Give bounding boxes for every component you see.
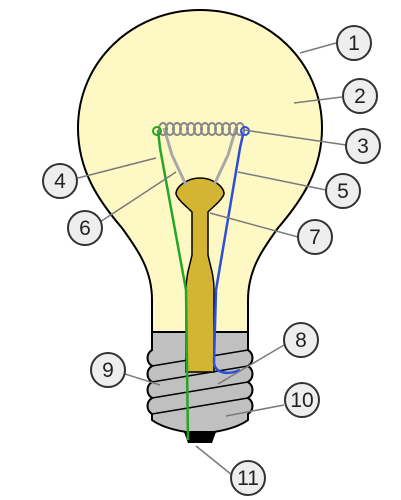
callout-3: 3 [345,128,381,164]
support-wire-left [162,127,188,186]
leader-line-7 [209,212,299,238]
callout-7: 7 [297,219,333,255]
lead-wire-green [156,129,190,441]
callout-circle [90,352,126,388]
callout-4: 4 [42,163,78,199]
callout-10: 10 [284,382,320,418]
screw-base [146,331,254,443]
callout-circle [230,460,266,496]
leader-line-10 [225,404,285,417]
callout-circle [284,382,320,418]
callout-label: 3 [357,135,369,158]
callout-circle [336,25,372,61]
callout-label: 8 [295,329,307,352]
base-thread-4 [151,397,249,415]
base-thread-2 [151,365,249,383]
leader-line-6 [99,171,177,223]
callout-circle [67,210,103,246]
leader-line-5 [237,171,327,191]
base-thread-3 [151,381,249,399]
callout-label: 9 [102,359,114,382]
leader-lines [77,42,347,476]
callout-label: 7 [309,226,321,249]
callout-2: 2 [342,78,378,114]
leader-line-4 [77,157,157,179]
callout-9: 9 [90,352,126,388]
callout-label: 6 [79,217,91,240]
callout-label: 4 [54,170,66,193]
callout-label: 11 [237,467,259,490]
callout-label: 5 [337,180,349,203]
callout-circle [42,163,78,199]
callout-label: 10 [290,389,313,412]
callout-circle [283,322,319,358]
support-wire-right [212,127,238,186]
callout-circle [297,219,333,255]
callout-label: 1 [348,32,360,55]
leader-line-3 [243,129,347,146]
lead-wire-blue [212,129,246,374]
leader-line-1 [299,42,337,54]
leader-line-2 [293,96,343,104]
callout-circle [325,173,361,209]
base-contact [184,432,216,443]
callout-5: 5 [325,173,361,209]
leader-line-11 [195,445,233,476]
leader-line-8 [217,344,285,385]
callout-8: 8 [283,322,319,358]
glass-stem [175,177,225,373]
leader-line-9 [124,373,161,386]
callout-1: 1 [336,25,372,61]
callout-11: 11 [230,460,266,496]
glass-bulb [76,8,324,333]
filament-coil [158,122,245,136]
filament-end-left [152,126,162,136]
callout-circle [345,128,381,164]
callout-6: 6 [67,210,103,246]
callout-circle [342,78,378,114]
callout-label: 2 [354,85,366,108]
